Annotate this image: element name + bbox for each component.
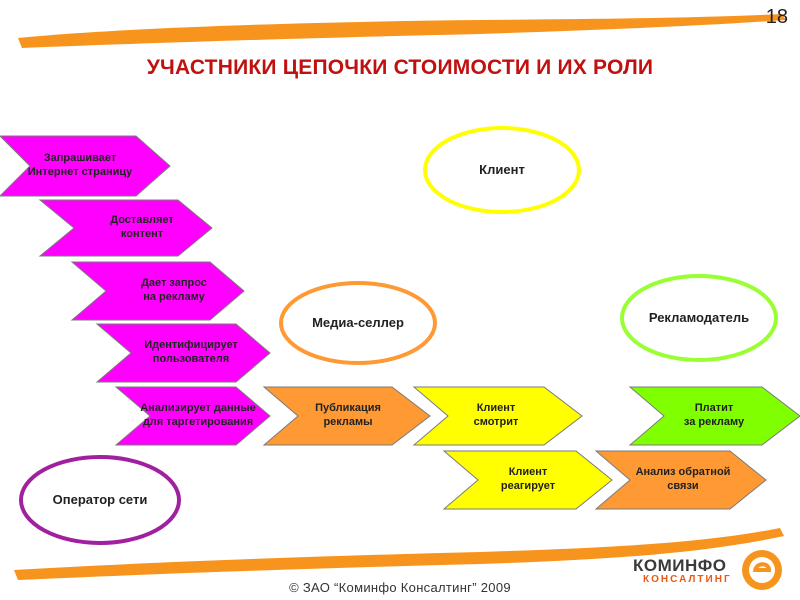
step-publish-ad-shape [262,386,431,446]
top-swoosh [18,14,786,48]
participant-advertiser: Рекламодатель [648,309,750,325]
step-client-views-line1: Клиент [476,402,516,415]
step-deliver-content-line1: Доставляет [110,214,174,227]
advertiser-circle [620,274,778,362]
step-feedback-analysis-shape [594,450,767,510]
step-ad-request-line2: на рекламу [143,291,205,303]
step-client-reacts-line1: Клиент [508,466,548,479]
step-feedback-analysis-line2: связи [667,480,699,492]
step-client-reacts-shape [442,450,613,510]
step-identify-user-line1: Идентифицирует [144,339,238,352]
step-request-page-line2: Интернет страницу [27,166,133,178]
step-client-views: Клиент смотрит [444,396,548,436]
footer-copyright: © ЗАО “Коминфо Консалтинг” 2009 [289,580,511,595]
step-request-page-shape [0,135,171,197]
step-deliver-content-line2: контент [120,228,164,240]
bottom-swoosh [14,528,784,580]
step-deliver-content-shape [38,199,213,257]
step-request-page-line1: Запрашивает [43,152,117,165]
participant-client: Клиент [479,161,525,177]
logo-subtitle: КОНСАЛТИНГ [643,574,732,585]
step-identify-user-shape [95,323,271,383]
step-analyze-data-line1: Анализирует данные [140,402,256,415]
operator-circle [19,455,181,545]
client-circle [423,126,581,214]
step-analyze-data: Анализирует данные для таргетирования [122,396,274,436]
step-ad-request-line1: Дает запрос [141,277,207,290]
step-pays-for-ad-shape [628,386,800,446]
step-publish-ad-line1: Публикация [315,402,381,415]
step-identify-user: Идентифицирует пользователя [120,333,262,373]
step-pays-for-ad: Платит за рекламу [662,396,766,436]
step-deliver-content: Доставляет контент [80,208,204,248]
logo-emblem-icon [742,550,782,590]
step-ad-request-shape [70,261,245,321]
step-pays-for-ad-line2: за рекламу [683,416,745,428]
step-client-reacts: Клиент реагирует [476,460,580,500]
step-feedback-analysis-line1: Анализ обратной [635,466,731,479]
step-publish-ad: Публикация рекламы [296,396,400,436]
step-client-views-shape [412,386,583,446]
step-ad-request: Дает запрос на рекламу [112,271,236,311]
step-analyze-data-line2: для таргетирования [142,416,254,428]
slide-number: 18 [765,6,788,28]
step-client-views-line2: смотрит [473,416,519,428]
media-seller-circle [279,281,437,365]
step-feedback-analysis: Анализ обратной связи [628,460,738,500]
slide-title: УЧАСТНИКИ ЦЕПОЧКИ СТОИМОСТИ И ИХ РОЛИ [146,56,654,79]
logo-name: КОМИНФО [633,556,727,575]
step-publish-ad-line2: рекламы [323,416,373,428]
step-analyze-data-shape [114,386,271,446]
step-request-page: Запрашивает Интернет страницу [20,146,140,186]
step-pays-for-ad-line1: Платит [694,402,734,415]
participant-media-seller: Медиа-селлер [312,314,404,330]
step-client-reacts-line2: реагирует [500,480,556,492]
step-identify-user-line2: пользователя [152,353,230,365]
participant-operator: Оператор сети [52,491,148,507]
